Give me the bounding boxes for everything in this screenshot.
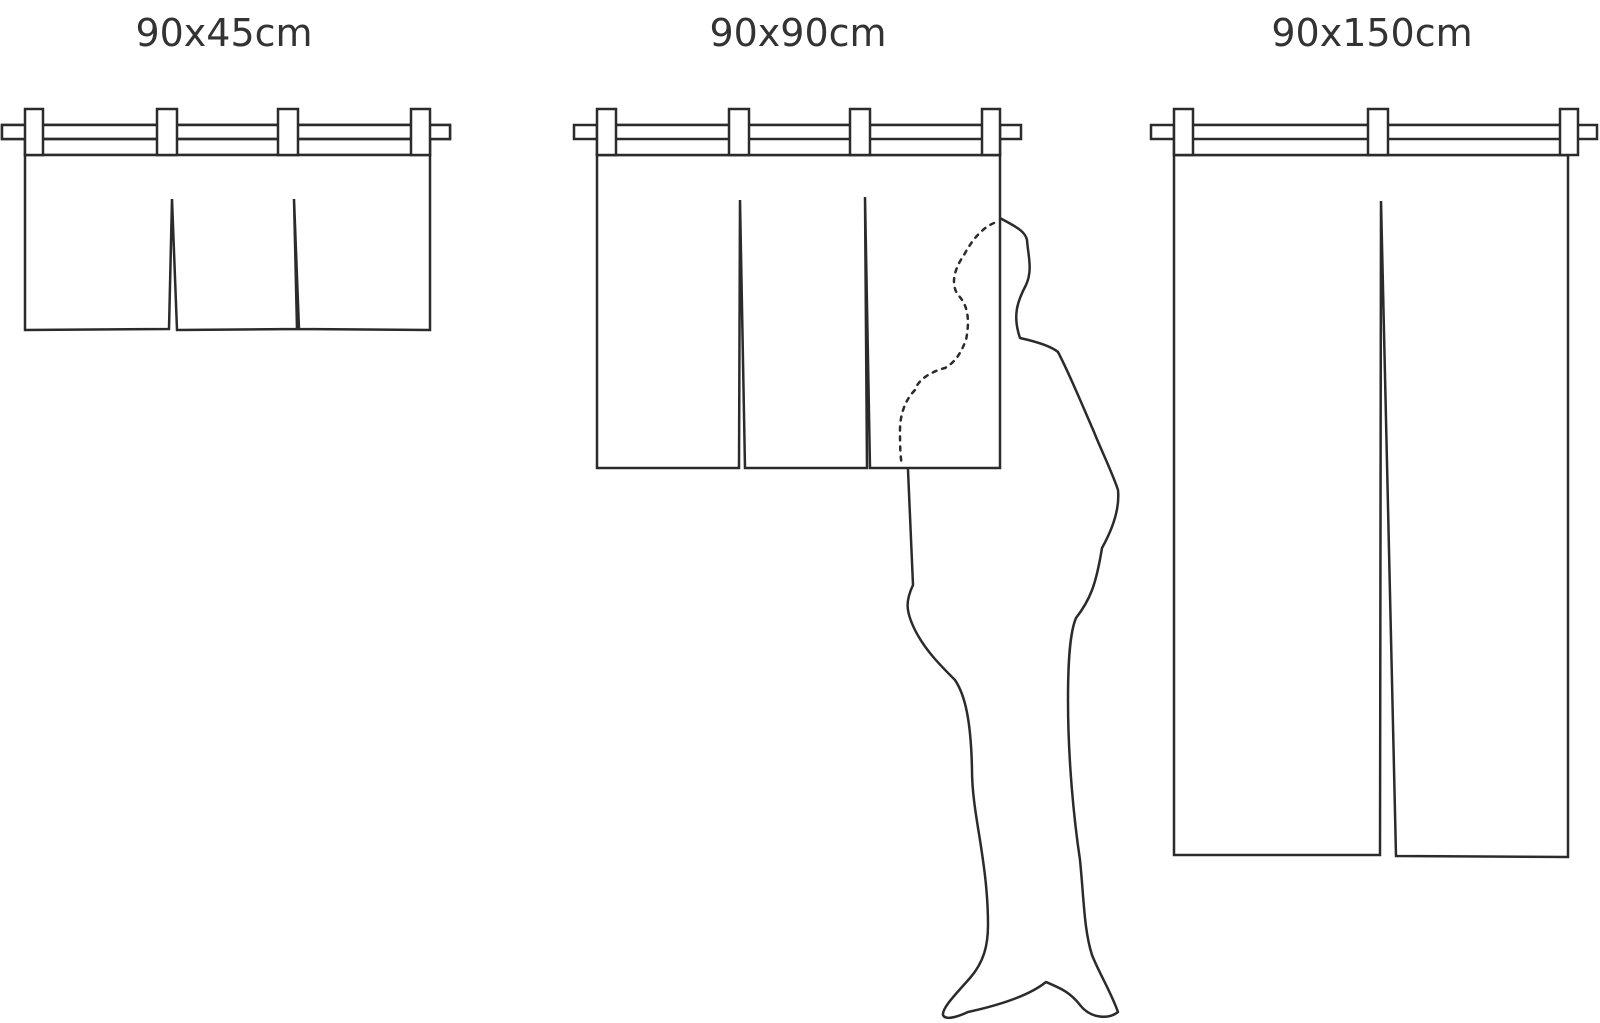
hanging-loop xyxy=(155,107,179,157)
hanging-loop xyxy=(1366,107,1390,157)
person-silhouette xyxy=(906,216,1120,1020)
hanging-loop xyxy=(276,107,300,157)
curtain-rod xyxy=(0,123,452,141)
hanging-loop xyxy=(23,107,45,157)
size-label-90x150: 90x150cm xyxy=(1271,11,1472,55)
size-label-90x90: 90x90cm xyxy=(709,11,886,55)
curtain-panel xyxy=(1172,153,1570,859)
curtain-90x150: 90x150cm xyxy=(1149,11,1599,859)
hanging-loop xyxy=(1558,107,1580,157)
hanging-loop xyxy=(409,107,432,157)
hanging-loop xyxy=(848,107,872,157)
curtain-panel xyxy=(23,153,432,332)
person-behind-curtain xyxy=(898,221,996,468)
curtain-90x90: 90x90cm xyxy=(572,11,1120,1020)
hanging-loop xyxy=(595,107,618,157)
hanging-loop xyxy=(1172,107,1195,157)
size-label-90x45: 90x45cm xyxy=(135,11,312,55)
curtain-90x45: 90x45cm xyxy=(0,11,452,332)
curtain-panel xyxy=(595,153,1002,470)
hanging-loop xyxy=(727,107,751,157)
hanging-loop xyxy=(980,107,1002,157)
